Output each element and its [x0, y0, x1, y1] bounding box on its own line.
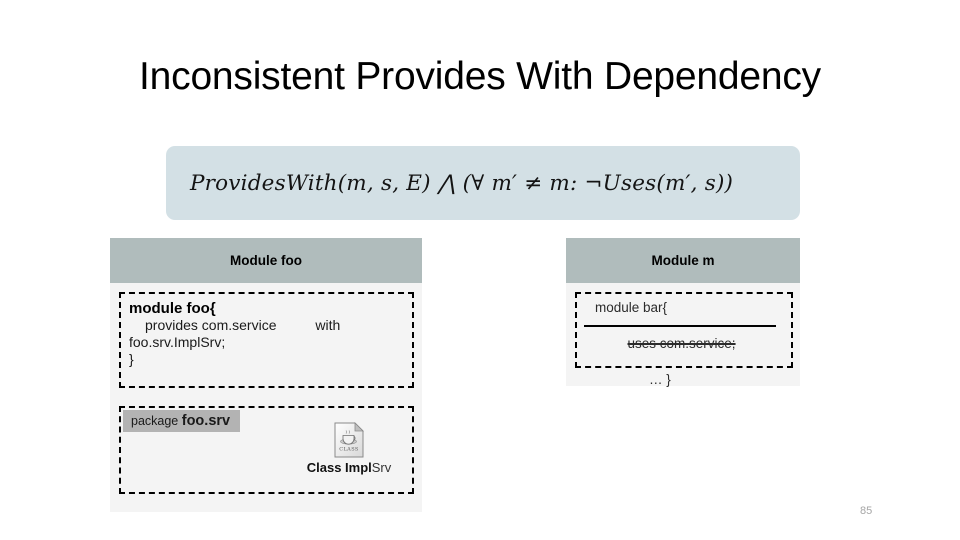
code-line-provides: provides com.service with [145, 317, 341, 333]
code-line-ellipsis-brace: … } [649, 372, 671, 387]
formula-text: ProvidesWith(m, s, E) ⋀ (∀ m′ ≠ m: ¬Uses… [190, 170, 734, 196]
code-line-module-bar-decl: module bar{ [595, 300, 668, 315]
code-line-uses-text: uses com.service; [627, 336, 736, 351]
code-line-close-brace: } [129, 351, 134, 367]
class-label-bold: Class Impl [306, 460, 372, 475]
module-bar-code-box: module bar{ uses com.service; … } [575, 292, 793, 387]
package-keyword: package [131, 414, 179, 428]
package-box: package foo.srv CLASS Class ImplSrv [119, 406, 414, 494]
java-class-file-icon: CLASS [334, 422, 364, 458]
module-m-header: Module m [566, 238, 800, 283]
code-line-impl: foo.srv.ImplSrv; [129, 334, 226, 350]
package-label: package foo.srv [123, 410, 241, 432]
formula-callout: ProvidesWith(m, s, E) ⋀ (∀ m′ ≠ m: ¬Uses… [166, 146, 800, 220]
strikethrough-extension-line [584, 325, 776, 327]
class-label: Class ImplSrv [287, 460, 411, 475]
module-m-panel: Module m module bar{ uses com.service; …… [566, 238, 800, 387]
module-foo-code-box: module foo{ provides com.service with fo… [119, 292, 414, 388]
class-label-light: Srv [371, 460, 392, 475]
page-title: Inconsistent Provides With Dependency [139, 55, 821, 98]
page-number: 85 [860, 505, 873, 517]
module-foo-panel: Module foo module foo{ provides com.serv… [110, 238, 422, 512]
package-name: foo.srv [181, 413, 231, 429]
module-foo-header: Module foo [110, 238, 422, 283]
code-line-uses-struck: uses com.service; [587, 317, 736, 371]
svg-text:CLASS: CLASS [339, 447, 359, 453]
code-line-module-decl: module foo{ [129, 300, 216, 317]
